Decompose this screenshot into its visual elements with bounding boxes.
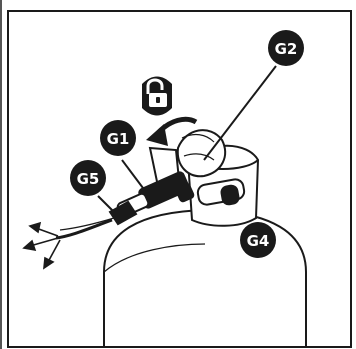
callout-g1: G1 [100, 120, 136, 156]
callout-g5: G5 [70, 160, 106, 196]
callout-g2: G2 [268, 30, 304, 66]
callout-g1-label: G1 [107, 130, 130, 148]
unlock-icon [142, 77, 172, 116]
callout-g2-label: G2 [275, 40, 298, 58]
g2-leader-line [204, 66, 276, 160]
propane-tank [104, 210, 306, 346]
callout-g4-label: G4 [247, 232, 270, 250]
callout-g4: G4 [240, 222, 276, 258]
callout-g5-label: G5 [77, 170, 100, 188]
gas-release-arrows [24, 223, 60, 268]
